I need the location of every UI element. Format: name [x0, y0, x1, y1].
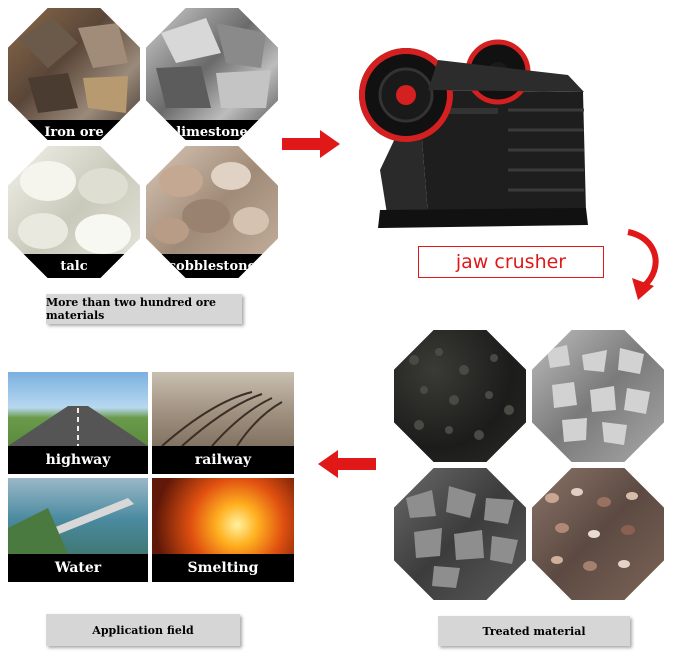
arrow-left-icon	[318, 450, 376, 478]
dark-crushed-stone	[406, 486, 518, 588]
application-label: Smelting	[152, 554, 294, 582]
treated-tile-1	[394, 330, 526, 462]
ore-label: Iron ore	[8, 120, 140, 140]
cobblestone-rocks	[153, 162, 269, 244]
application-label: highway	[8, 446, 148, 474]
application-tile-highway: highway	[8, 372, 148, 474]
application-label: Water	[8, 554, 148, 582]
ore-tile-talc: talc	[8, 146, 140, 278]
ore-caption: More than two hundred ore materials	[46, 294, 242, 324]
gray-gravel	[547, 345, 650, 445]
treated-tile-2	[532, 330, 664, 462]
ore-tile-cobblestone: cobblestone	[146, 146, 278, 278]
railway-tracks	[161, 391, 283, 446]
machine-label: jaw crusher	[418, 246, 604, 278]
colored-pebbles	[545, 488, 638, 571]
ore-label: cobblestone	[146, 254, 278, 278]
application-tile-water: Water	[8, 478, 148, 582]
application-tile-railway: railway	[152, 372, 294, 474]
ore-label: talc	[8, 254, 140, 278]
ore-tile-limestone: limestone	[146, 8, 278, 140]
treated-tile-3	[394, 468, 526, 600]
ore-label: limestone	[146, 120, 278, 140]
treated-caption: Treated material	[438, 616, 630, 646]
application-label: railway	[152, 446, 294, 474]
application-caption: Application field	[46, 614, 240, 646]
highway-road	[8, 406, 148, 446]
jaw-crusher-image	[359, 39, 588, 228]
black-gravel	[409, 348, 514, 440]
iron-ore-rocks	[18, 18, 128, 113]
water-dam	[8, 498, 134, 554]
arrow-right-icon	[282, 130, 340, 158]
ore-tile-iron-ore: Iron ore	[8, 8, 140, 140]
limestone-rocks	[156, 18, 271, 108]
treated-tile-4	[532, 468, 664, 600]
talc-rocks	[18, 161, 131, 254]
machine-label-text: jaw crusher	[455, 251, 567, 273]
application-tile-smelting: Smelting	[152, 478, 294, 582]
curved-arrow-down-icon	[627, 229, 659, 300]
